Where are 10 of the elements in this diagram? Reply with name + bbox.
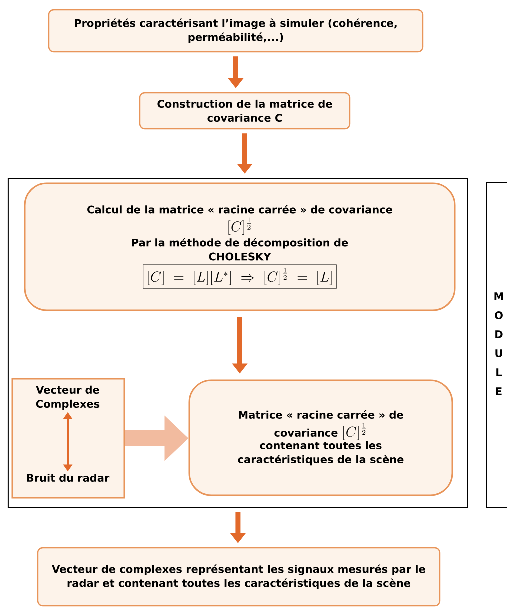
group-frame bbox=[8, 178, 468, 508]
process-box: Propriétés caractérisant l’image à simuler (cohérence, perméabilité,...) bbox=[48, 9, 424, 53]
process-box: Calcul de la matrice « racine carrée » de covariance $[C]^{\frac{1}{2}}$ Par la méthode de décomposition de CHOLESKY $[C] \;=\; [L][L^{*}] \;\Rightarrow\; [C]^{\frac{1}{2}} \;=\; [L]$ bbox=[24, 182, 456, 312]
text-label: Bruit du radar bbox=[27, 474, 110, 482]
process-box: Vecteur de complexes représentant les signaux mesurés par le radar et contenant toutes les caractéristiques de la scène bbox=[37, 547, 441, 607]
process-box: Construction de la matrice de covariance C bbox=[139, 92, 351, 130]
side-box: MODULE bbox=[486, 182, 507, 508]
process-box: Matrice « racine carrée » de covariance $[C]^{\frac{1}{2}}$ contenant toutes les caractéristiques de la scène bbox=[188, 380, 454, 496]
input-box bbox=[12, 378, 126, 499]
text-label: Vecteur de Complexes bbox=[36, 386, 100, 410]
